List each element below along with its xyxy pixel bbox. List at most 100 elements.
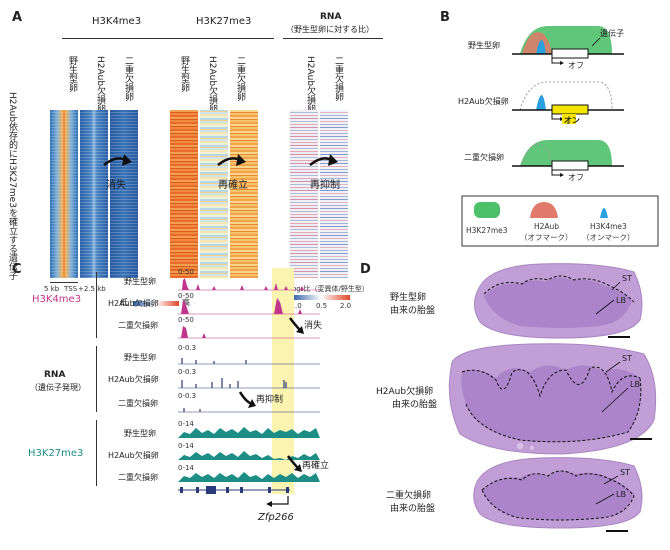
- c-bracket-3: [96, 420, 97, 486]
- a-xtick-right: +2.5 kb: [78, 285, 106, 293]
- c-row-k4-wt: 野生型卵: [124, 277, 156, 286]
- heatmap-k4-dko: [110, 110, 138, 278]
- a-group-rna: RNA: [320, 12, 342, 22]
- a-group-rna-sub: （野生型卵に対する比）: [286, 25, 374, 34]
- d-scale-bar-3: [606, 530, 628, 532]
- d-st-2: ST: [622, 354, 632, 363]
- b-label-dko: 二重欠損卵: [464, 153, 504, 162]
- b-legend-k27: H3K27me3: [466, 226, 508, 235]
- panel-a-letter: A: [12, 10, 23, 25]
- a-arrow1-label: 消失: [106, 180, 126, 191]
- b-gene-label: 遺伝子: [600, 29, 624, 38]
- a-col-dko-3: 二重欠損卵: [333, 56, 343, 101]
- a-arrow3-label: 再抑制: [310, 180, 340, 191]
- c-row-rna-wt: 野生型卵: [124, 353, 156, 362]
- a-ylabel: H2Aub依存的にH3K27me3を確立する遺伝子: [7, 92, 17, 280]
- a-col-h2a-1: H2Aub欠損卵: [95, 56, 105, 114]
- a-col-h2a-3: H2Aub欠損卵: [305, 56, 315, 114]
- b-legend-h2a-sub: （オフマーク）: [520, 233, 573, 242]
- panel-d-letter: D: [360, 262, 371, 277]
- a-log-title: log₂比（変異体/野生型）: [290, 285, 369, 293]
- d-dko-2: 由来の胎盤: [390, 504, 436, 514]
- a-colorscale: [133, 301, 179, 306]
- a-rule-2: [170, 38, 274, 39]
- c-scale-rna-2: 0-0.3: [178, 368, 197, 376]
- d-st-3: ST: [620, 468, 630, 477]
- c-group-rna-sub: （遺伝子発現）: [30, 383, 86, 392]
- c-scale-k4-3: 0-50: [178, 316, 194, 324]
- c-row-k27-h2a: H2Aub欠損卵: [108, 451, 159, 460]
- heatmap-k27-dko: [230, 110, 258, 278]
- b-off-1: オフ: [568, 61, 584, 70]
- a-rule-1: [62, 38, 170, 39]
- c-scale-k4-2: 0-50: [178, 292, 194, 300]
- b-label-wt: 野生型卵: [468, 41, 500, 50]
- c-scale-k27-2: 0-14: [178, 442, 194, 450]
- a-log-tick-2: 0.5: [316, 302, 328, 310]
- b-legend-h2a: H2Aub: [534, 222, 560, 231]
- c-row-rna-dko: 二重欠損卵: [118, 399, 158, 408]
- a-col-dko-1: 二重欠損卵: [123, 56, 133, 101]
- c-scale-k4-1: 0-50: [178, 268, 194, 276]
- d-st-1: ST: [622, 274, 632, 283]
- b-off-2: オフ: [568, 173, 584, 182]
- heatmap-k4-wt: [50, 110, 78, 278]
- a-group-h3k4me3: H3K4me3: [92, 16, 142, 27]
- a-col-wt-1: 野生型卵: [67, 56, 77, 92]
- a-group-h3k27me3: H3K27me3: [196, 16, 252, 27]
- c-scale-k27-1: 0-14: [178, 420, 194, 428]
- heatmap-rna-dko: [320, 110, 348, 278]
- c-scale-rna-3: 0-0.3: [178, 392, 197, 400]
- d-lb-3: LB: [616, 490, 626, 499]
- c-group-k4: H3K4me3: [32, 294, 82, 305]
- c-arrow1-label: 消失: [304, 321, 323, 331]
- a-arrow2-label: 再確立: [218, 180, 248, 191]
- c-scale-k27-3: 0-14: [178, 464, 194, 472]
- c-group-k27: H3K27me3: [28, 448, 84, 459]
- c-row-rna-h2a: H2Aub欠損卵: [108, 375, 159, 384]
- a-rule-3: [283, 38, 383, 39]
- d-dko-1: 二重欠損卵: [386, 491, 432, 501]
- c-row-k27-wt: 野生型卵: [124, 429, 156, 438]
- a-xaxis: [50, 282, 78, 283]
- d-scale-bar-2: [630, 438, 652, 440]
- c-arrow3-label: 再確立: [302, 461, 330, 471]
- a-col-h2a-2: H2Aub欠損卵: [207, 56, 217, 114]
- d-lb-2: LB: [630, 380, 640, 389]
- panel-b-letter: B: [440, 10, 450, 25]
- heatmap-k27-wt: [170, 110, 198, 278]
- a-log-tick-1: -1.0: [288, 302, 302, 310]
- c-group-rna: RNA: [44, 370, 66, 380]
- d-lb-1: LB: [616, 296, 626, 305]
- b-legend-k4-sub: （オンマーク）: [582, 233, 635, 242]
- heatmap-k27-h2a: [200, 110, 228, 278]
- c-row-k4-h2a: H2Aub欠損卵: [108, 299, 159, 308]
- d-wt-1: 野生型卵: [390, 293, 427, 303]
- d-wt-2: 由来の胎盤: [390, 306, 436, 316]
- b-label-h2a: H2Aub欠損卵: [458, 97, 509, 106]
- a-xtick-left: 5 kb: [44, 285, 60, 293]
- a-xtick-mid: TSS: [64, 285, 78, 293]
- d-h2a-2: 由来の胎盤: [392, 400, 438, 410]
- c-scale-rna-1: 0-0.3: [178, 344, 197, 352]
- a-col-dko-2: 二重欠損卵: [235, 56, 245, 101]
- c-row-k27-dko: 二重欠損卵: [118, 473, 158, 482]
- heatmap-k4-h2a: [80, 110, 108, 278]
- a-scale-high: 高: [182, 298, 190, 307]
- a-scale-low: 低: [120, 298, 128, 307]
- d-h2a-1: H2Aub欠損卵: [376, 387, 434, 397]
- b-on: オン: [564, 116, 580, 125]
- c-gene-label: Zfp266: [258, 512, 294, 523]
- d-scale-bar-1: [608, 336, 630, 338]
- b-legend-k4: H3K4me3: [590, 222, 627, 231]
- a-log-tick-3: 2.0: [340, 302, 352, 310]
- c-bracket-2: [96, 346, 97, 412]
- c-bracket-1: [96, 272, 97, 338]
- a-log-scale: [292, 295, 350, 300]
- heatmap-rna-h2a: [290, 110, 318, 278]
- c-arrow2-label: 再抑制: [256, 395, 284, 405]
